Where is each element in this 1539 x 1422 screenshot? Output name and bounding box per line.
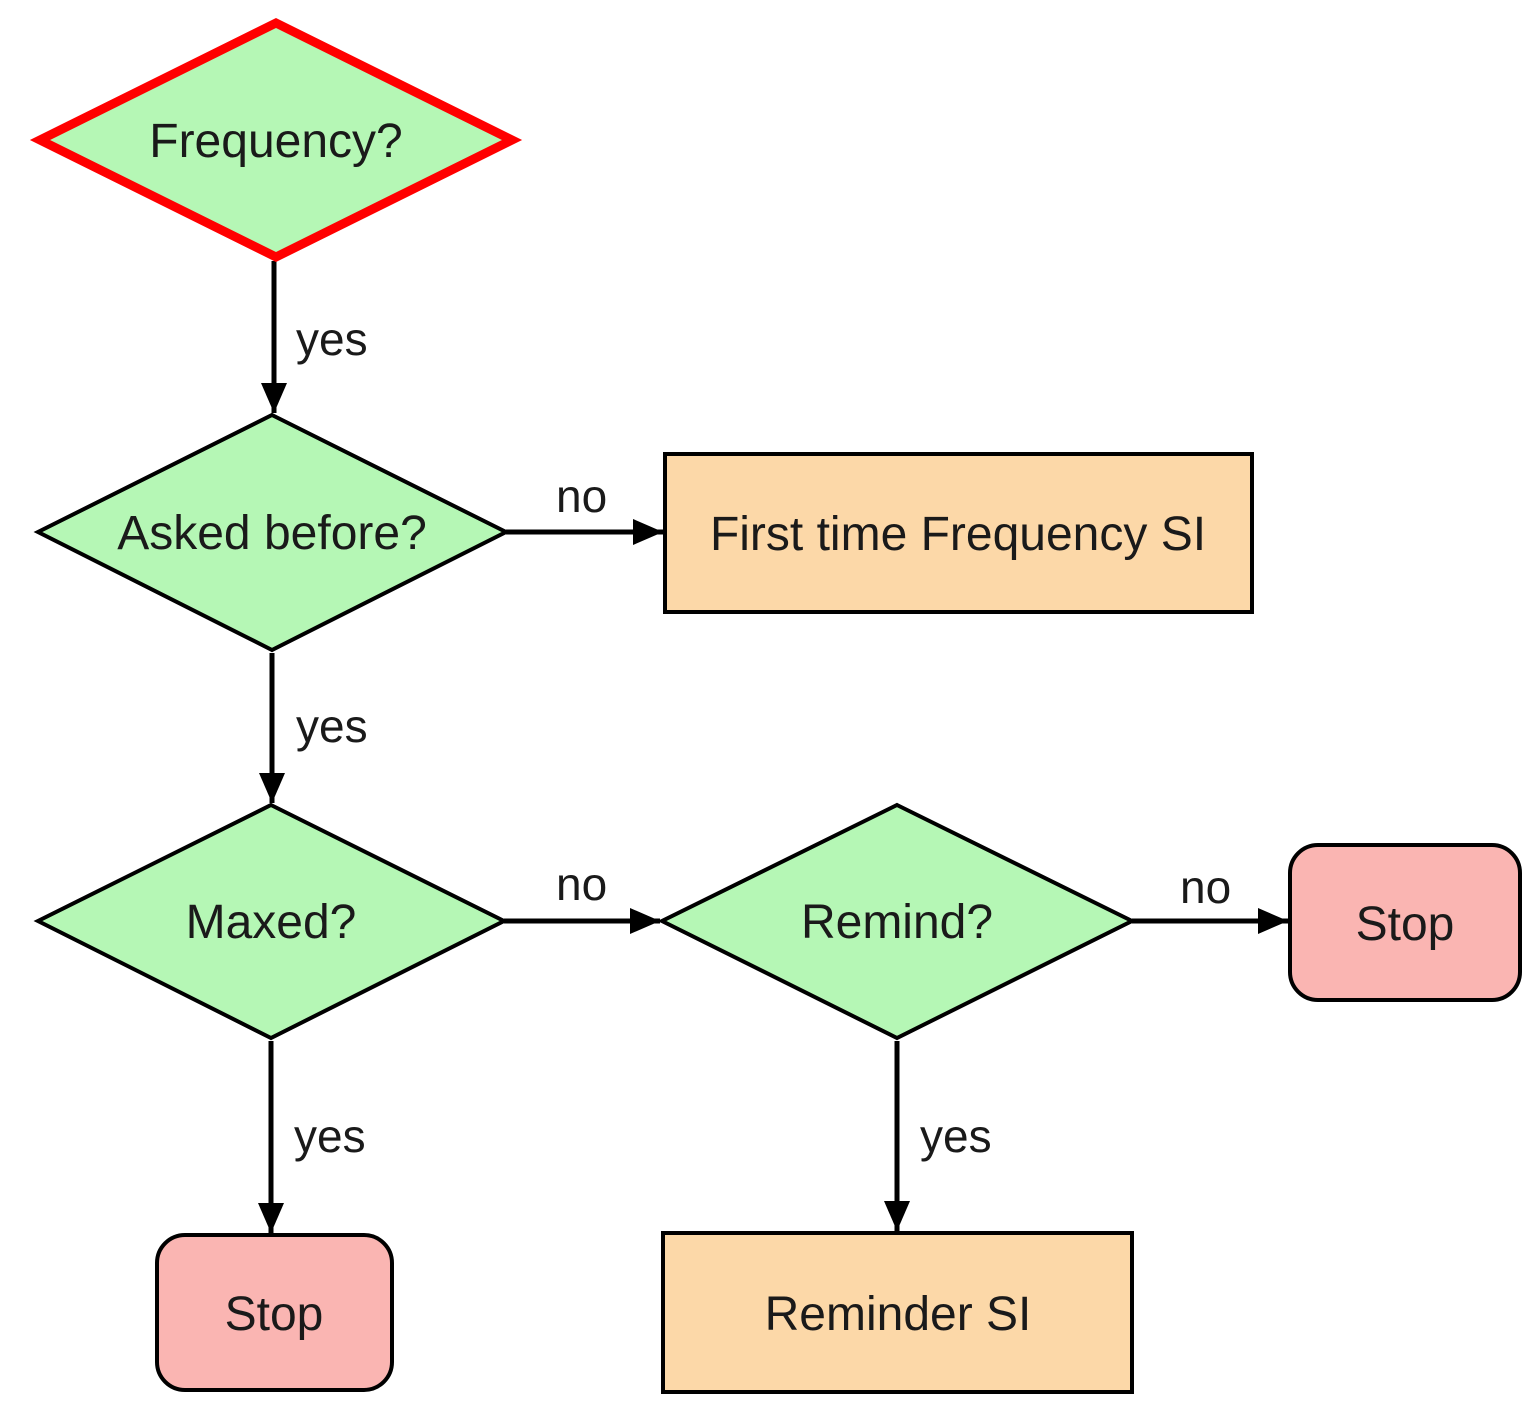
decision-frequency: [29, 17, 523, 263]
process-reminder-si: [661, 1231, 1134, 1394]
process-first-time-frequency-si: [663, 452, 1254, 614]
decision-frequency-label: Frequency?: [149, 115, 402, 168]
edge-label-remind-yes: yes: [920, 1110, 992, 1162]
terminator-stop-right: [1288, 843, 1522, 1002]
decision-maxed: [33, 802, 509, 1041]
decision-asked-before: [33, 412, 511, 653]
edge-label-asked-before-no: no: [556, 470, 607, 522]
decision-remind-label: Remind?: [801, 896, 993, 949]
decision-remind: [657, 802, 1137, 1041]
edge-label-asked-before-yes: yes: [296, 700, 368, 752]
edge-label-maxed-yes: yes: [294, 1110, 366, 1162]
decision-maxed-label: Maxed?: [186, 896, 357, 949]
decision-asked-before-label: Asked before?: [117, 507, 427, 560]
process-reminder-si-label: Reminder SI: [765, 1288, 1032, 1341]
terminator-stop-left: [155, 1233, 394, 1392]
terminator-stop-right-label: Stop: [1356, 898, 1455, 951]
process-first-time-frequency-si-label: First time Frequency SI: [710, 508, 1206, 561]
edge-label-frequency-yes: yes: [296, 313, 368, 365]
edge-label-maxed-no: no: [556, 858, 607, 910]
edge-label-remind-no: no: [1180, 861, 1231, 913]
terminator-stop-left-label: Stop: [225, 1288, 324, 1341]
